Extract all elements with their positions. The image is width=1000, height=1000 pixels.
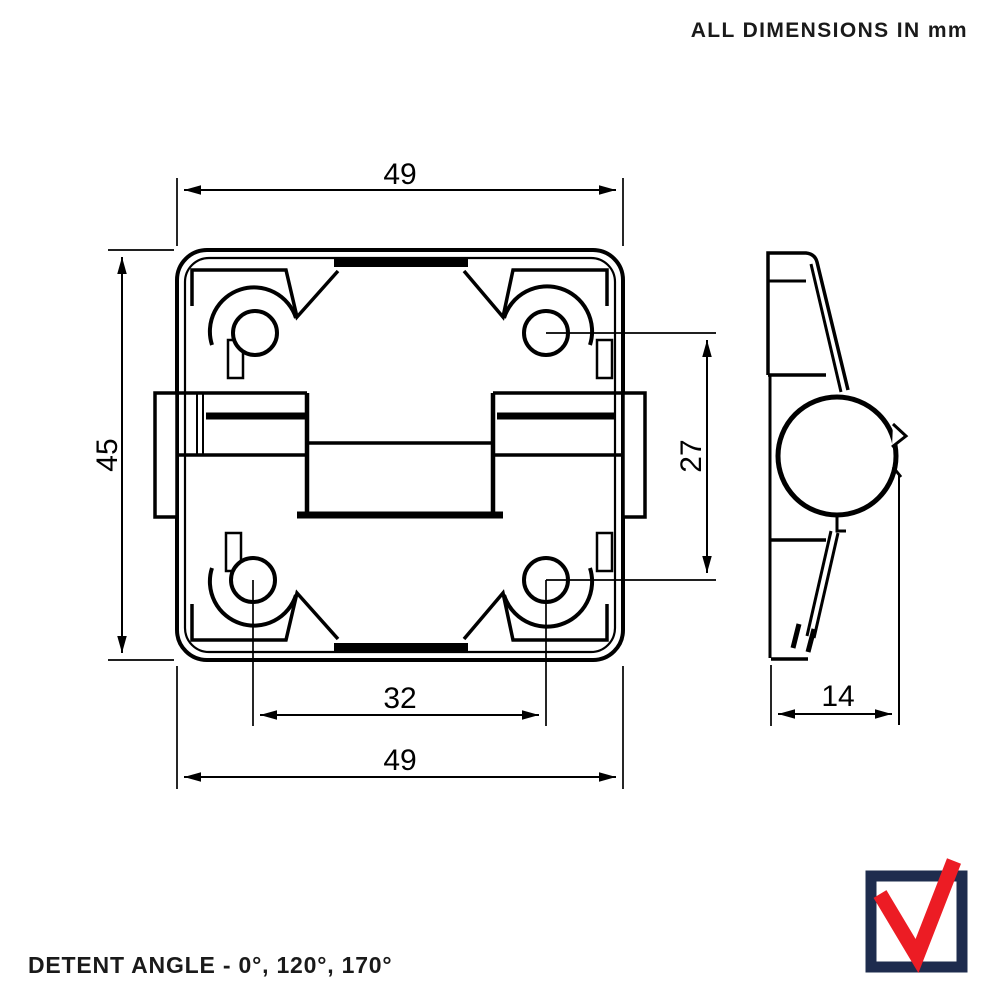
dimension-hole-horizontal-spacing: 32 [252,580,547,726]
hinge-knuckle [153,391,647,519]
hole-arc-bottom-left [207,567,298,628]
units-note: ALL DIMENSIONS IN mm [691,19,968,42]
hole-arc-top-left [207,285,298,346]
dimension-width-top: 49 [176,158,624,246]
detent-angle-note: DETENT ANGLE - 0°, 120°, 170° [28,952,392,978]
logo-checkmark-icon [873,858,961,974]
hole-arc-top-right [502,284,594,346]
dimension-height: 45 [91,249,174,661]
checkbox-check-logo [865,858,968,974]
dimension-width-bottom: 49 [176,666,624,789]
dim-label-height: 45 [91,438,124,471]
hole-arc-bottom-right [502,567,594,629]
dim-label-width-bottom: 49 [383,744,416,777]
dimension-hole-vertical-spacing: 27 [546,332,716,581]
front-view [153,248,647,662]
side-view [766,251,909,725]
hinge-barrel [775,394,899,518]
dim-label-side-depth: 14 [821,680,854,713]
dim-label-width-top: 49 [383,158,416,191]
detent-cam [891,422,909,449]
screw-hole-top-left [231,309,279,357]
dimension-side-depth: 14 [770,665,892,726]
dim-label-hole-vertical-spacing: 27 [675,439,708,472]
dim-label-hole-horizontal-spacing: 32 [383,682,416,715]
